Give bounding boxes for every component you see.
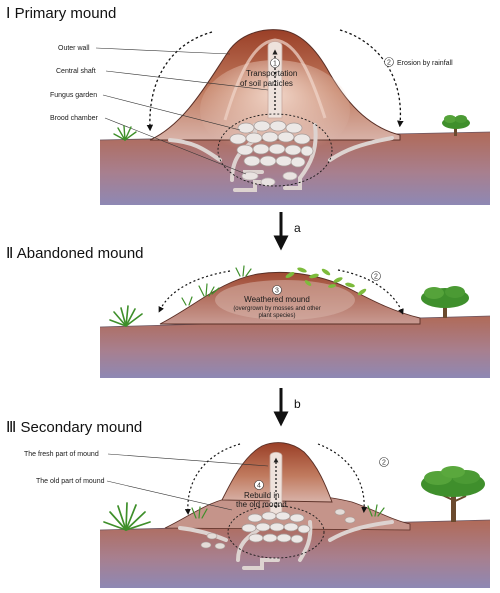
panel-primary: Ⅰ Primary mound <box>6 5 491 205</box>
weathering-arrow-left <box>158 270 231 313</box>
label-fresh-part: The fresh part of mound <box>24 451 99 458</box>
weathered-caption: Weathered mound <box>244 295 310 304</box>
label-brood-chamber: Brood chamber <box>50 115 99 122</box>
leader-fungus-garden <box>102 94 241 131</box>
tree-icon <box>421 466 485 522</box>
leader-outer-wall <box>95 47 231 55</box>
fungus-garden-outline-secondary <box>227 505 325 559</box>
panel-title-secondary: Ⅲ Secondary mound <box>6 419 142 436</box>
transition-label-b: b <box>294 397 301 411</box>
grass-icon <box>109 305 143 327</box>
rebuild-caption-line1: Rebuild in <box>244 491 280 500</box>
panel-abandoned: Ⅱ Abandoned mound 3 Weathered mound (ove… <box>6 245 491 378</box>
leader-central-shaft <box>105 70 269 91</box>
weathering-arrow-right <box>337 269 404 315</box>
fungus-garden-combs <box>241 511 311 544</box>
erosion-arrow-right <box>339 29 404 128</box>
erosion-caption: Erosion by rainfall <box>397 60 453 67</box>
leader-brood-chamber <box>104 117 247 175</box>
leaf-cluster <box>285 267 367 296</box>
transport-caption-line1: Transportation <box>246 69 297 78</box>
tree-icon <box>442 115 470 136</box>
loose-soil-pellets <box>200 508 356 550</box>
panel-title-abandoned: Ⅱ Abandoned mound <box>6 245 144 262</box>
marker-3: 3 <box>275 288 279 295</box>
transition-a: a <box>273 212 301 251</box>
marker-2-abandoned: 2 <box>374 274 378 281</box>
marker-circle-1 <box>270 58 280 68</box>
overgrown-caption-line2: plant species) <box>258 313 295 319</box>
leader-fresh-part <box>107 453 269 467</box>
grass-icon <box>113 125 137 141</box>
marker-4: 4 <box>257 483 261 490</box>
leader-old-part <box>106 480 233 511</box>
grass-icon <box>103 502 151 531</box>
soil-ground <box>100 132 490 205</box>
moss-icon <box>181 265 252 306</box>
marker-2-secondary: 2 <box>382 460 386 467</box>
marker-circle-4 <box>254 480 264 490</box>
label-old-part: The old part of mound <box>36 478 105 485</box>
overgrown-caption-line1: (overgrown by mosses and other <box>233 306 320 312</box>
marker-1: 1 <box>273 61 277 68</box>
transition-label-a: a <box>294 221 301 235</box>
marker-circle-3 <box>272 285 282 295</box>
marker-circle-2c <box>379 457 389 467</box>
fungus-garden-outline <box>217 113 333 187</box>
panel-title-primary: Ⅰ Primary mound <box>6 5 116 22</box>
tree-icon <box>421 286 469 318</box>
transition-b: b <box>273 388 301 427</box>
marker-circle-2 <box>384 57 394 67</box>
soil-ground <box>100 316 490 378</box>
panel-secondary: Ⅲ Secondary mound 4 Rebui <box>6 419 491 588</box>
rebuild-caption-line2: the old mound <box>236 500 287 509</box>
label-fungus-garden: Fungus garden <box>50 92 97 99</box>
erosion-arrow-right-secondary <box>317 443 368 513</box>
fungus-garden-combs <box>229 120 314 168</box>
label-outer-wall: Outer wall <box>58 45 90 52</box>
label-central-shaft: Central shaft <box>56 68 96 75</box>
weathered-highlight <box>215 280 355 320</box>
tunnel-network <box>178 520 394 570</box>
soil-ground <box>100 520 490 588</box>
moss-icon <box>191 504 385 519</box>
marker-2-primary: 2 <box>387 60 391 67</box>
transport-caption-line2: of soil particles <box>240 79 293 88</box>
marker-circle-2b <box>371 271 381 281</box>
